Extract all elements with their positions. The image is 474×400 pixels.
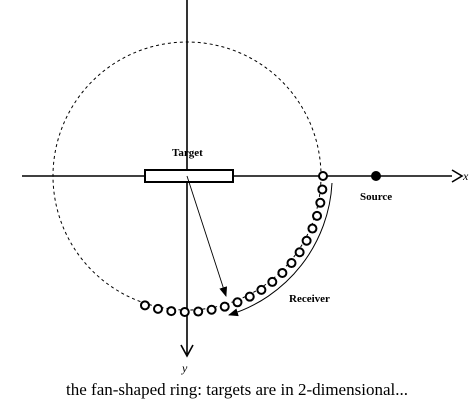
receiver-circle <box>267 276 278 287</box>
receiver-circle <box>219 301 230 312</box>
source-dot <box>371 171 381 181</box>
receiver-circle <box>301 235 312 246</box>
target-label: Target <box>172 147 203 159</box>
source-label: Source <box>360 191 392 203</box>
receiver-circle <box>244 291 255 302</box>
receiver-circle <box>256 284 267 295</box>
receiver-sweep-arrow <box>228 182 333 317</box>
x-axis-label: x <box>462 169 469 183</box>
x-axis-arrowhead <box>451 169 464 183</box>
receiver-circle <box>307 223 318 234</box>
radius-line <box>186 175 228 297</box>
receiver-circle <box>294 247 305 258</box>
target-rect <box>144 169 234 183</box>
receiver-array <box>139 171 328 317</box>
receiver-circle <box>193 306 204 317</box>
receiver-circle <box>166 306 177 317</box>
receiver-circle <box>277 267 288 278</box>
receiver-circle <box>206 304 217 315</box>
receiver-circle <box>315 197 326 208</box>
receiver-circle <box>152 303 163 314</box>
receiver-circle <box>318 171 328 181</box>
receiver-circle <box>286 258 297 269</box>
receiver-circle <box>232 297 243 308</box>
receiver-circle <box>139 300 150 311</box>
receiver-circle <box>312 210 323 221</box>
y-axis-arrowhead <box>180 344 194 358</box>
receiver-circle <box>317 184 328 195</box>
receiver-circle <box>179 306 190 317</box>
figure-caption: the fan-shaped ring: targets are in 2-di… <box>66 380 408 399</box>
receiver-label: Receiver <box>289 293 330 305</box>
y-axis-label: y <box>181 361 188 375</box>
